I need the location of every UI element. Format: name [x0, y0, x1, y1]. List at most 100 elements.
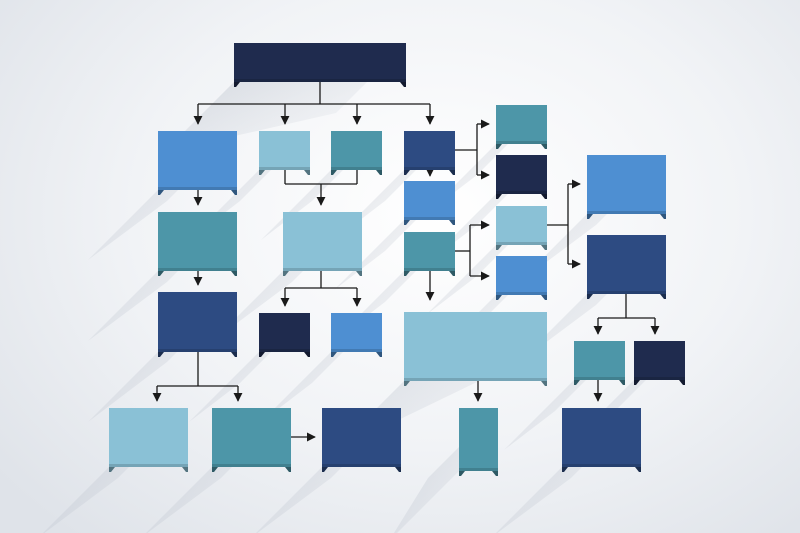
node-box	[574, 341, 625, 380]
flowchart-node-c5[interactable]	[459, 408, 498, 476]
flowchart-node-root[interactable]	[234, 43, 406, 87]
flowchart-node-a4[interactable]	[109, 408, 188, 472]
node-fold-right	[304, 352, 310, 357]
node-box	[259, 131, 310, 170]
node-bottom-edge	[322, 464, 401, 467]
node-fold-right	[660, 214, 666, 219]
node-box	[404, 181, 455, 220]
flowchart-node-a6[interactable]	[322, 408, 401, 472]
flowchart-node-e2[interactable]	[587, 235, 666, 299]
node-bottom-edge	[404, 167, 455, 170]
node-box	[259, 313, 310, 352]
node-fold-right	[492, 471, 498, 476]
flowchart-node-e5[interactable]	[562, 408, 641, 472]
node-bottom-edge	[283, 268, 362, 271]
node-fold-right	[231, 271, 237, 276]
node-box	[234, 43, 406, 82]
flowchart-node-c4[interactable]	[404, 312, 547, 386]
node-fold-left	[331, 352, 337, 357]
node-bottom-edge	[496, 242, 547, 245]
flowchart-node-b2[interactable]	[331, 131, 382, 175]
node-fold-right	[400, 82, 406, 87]
node-fold-left	[562, 467, 568, 472]
node-fold-left	[404, 271, 410, 276]
node-fold-left	[404, 170, 410, 175]
node-fold-left	[496, 245, 502, 250]
flowchart-node-c2[interactable]	[404, 181, 455, 225]
node-box	[562, 408, 641, 467]
node-fold-left	[283, 271, 289, 276]
node-bottom-edge	[234, 79, 406, 82]
node-box	[496, 206, 547, 245]
flowchart-node-b4[interactable]	[259, 313, 310, 357]
node-fold-right	[635, 467, 641, 472]
node-fold-right	[182, 467, 188, 472]
flowchart-node-b3[interactable]	[283, 212, 362, 276]
node-box	[404, 131, 455, 170]
node-fold-left	[109, 467, 115, 472]
flowchart-node-c1[interactable]	[404, 131, 455, 175]
node-bottom-edge	[158, 268, 237, 271]
flowchart-node-c3[interactable]	[404, 232, 455, 276]
node-box	[496, 256, 547, 295]
flowchart-node-d2[interactable]	[496, 155, 547, 199]
node-bottom-edge	[459, 468, 498, 471]
node-box	[158, 292, 237, 352]
flowchart-node-d4[interactable]	[496, 256, 547, 300]
node-fold-right	[541, 194, 547, 199]
node-bottom-edge	[212, 464, 291, 467]
node-fold-right	[541, 144, 547, 149]
node-bottom-edge	[158, 349, 237, 352]
node-bottom-edge	[587, 211, 666, 214]
node-bottom-edge	[331, 167, 382, 170]
flowchart-node-e1[interactable]	[587, 155, 666, 219]
node-fold-left	[158, 352, 164, 357]
node-fold-right	[376, 170, 382, 175]
node-box	[404, 232, 455, 271]
node-box	[331, 313, 382, 352]
node-fold-right	[304, 170, 310, 175]
node-box	[322, 408, 401, 467]
node-bottom-edge	[496, 141, 547, 144]
node-box	[109, 408, 188, 467]
node-fold-left	[634, 380, 640, 385]
node-box	[587, 235, 666, 294]
node-fold-left	[331, 170, 337, 175]
node-fold-right	[231, 190, 237, 195]
node-box	[587, 155, 666, 214]
node-bottom-edge	[574, 377, 625, 380]
node-fold-right	[679, 380, 685, 385]
node-fold-left	[322, 467, 328, 472]
flowchart-node-a2[interactable]	[158, 212, 237, 276]
flowchart-node-a3[interactable]	[158, 292, 237, 357]
flowchart-node-a1[interactable]	[158, 131, 237, 195]
node-fold-right	[449, 220, 455, 225]
node-bottom-edge	[259, 349, 310, 352]
node-fold-left	[158, 190, 164, 195]
node-fold-left	[404, 220, 410, 225]
node-fold-left	[234, 82, 240, 87]
node-bottom-edge	[562, 464, 641, 467]
flowchart-node-d1[interactable]	[496, 105, 547, 149]
node-fold-right	[285, 467, 291, 472]
node-fold-right	[231, 352, 237, 357]
node-box	[496, 105, 547, 144]
node-fold-left	[496, 194, 502, 199]
flowchart-node-e4[interactable]	[634, 341, 685, 385]
node-box	[158, 212, 237, 271]
node-fold-left	[587, 294, 593, 299]
node-bottom-edge	[404, 217, 455, 220]
flowchart-node-e3[interactable]	[574, 341, 625, 385]
node-bottom-edge	[331, 349, 382, 352]
node-box	[496, 155, 547, 194]
flowchart-node-a5[interactable]	[212, 408, 291, 472]
node-fold-left	[496, 144, 502, 149]
node-bottom-edge	[496, 191, 547, 194]
flowchart-node-b5[interactable]	[331, 313, 382, 357]
flowchart-node-b1[interactable]	[259, 131, 310, 175]
flowchart-node-d3[interactable]	[496, 206, 547, 250]
node-fold-left	[259, 170, 265, 175]
node-box	[331, 131, 382, 170]
